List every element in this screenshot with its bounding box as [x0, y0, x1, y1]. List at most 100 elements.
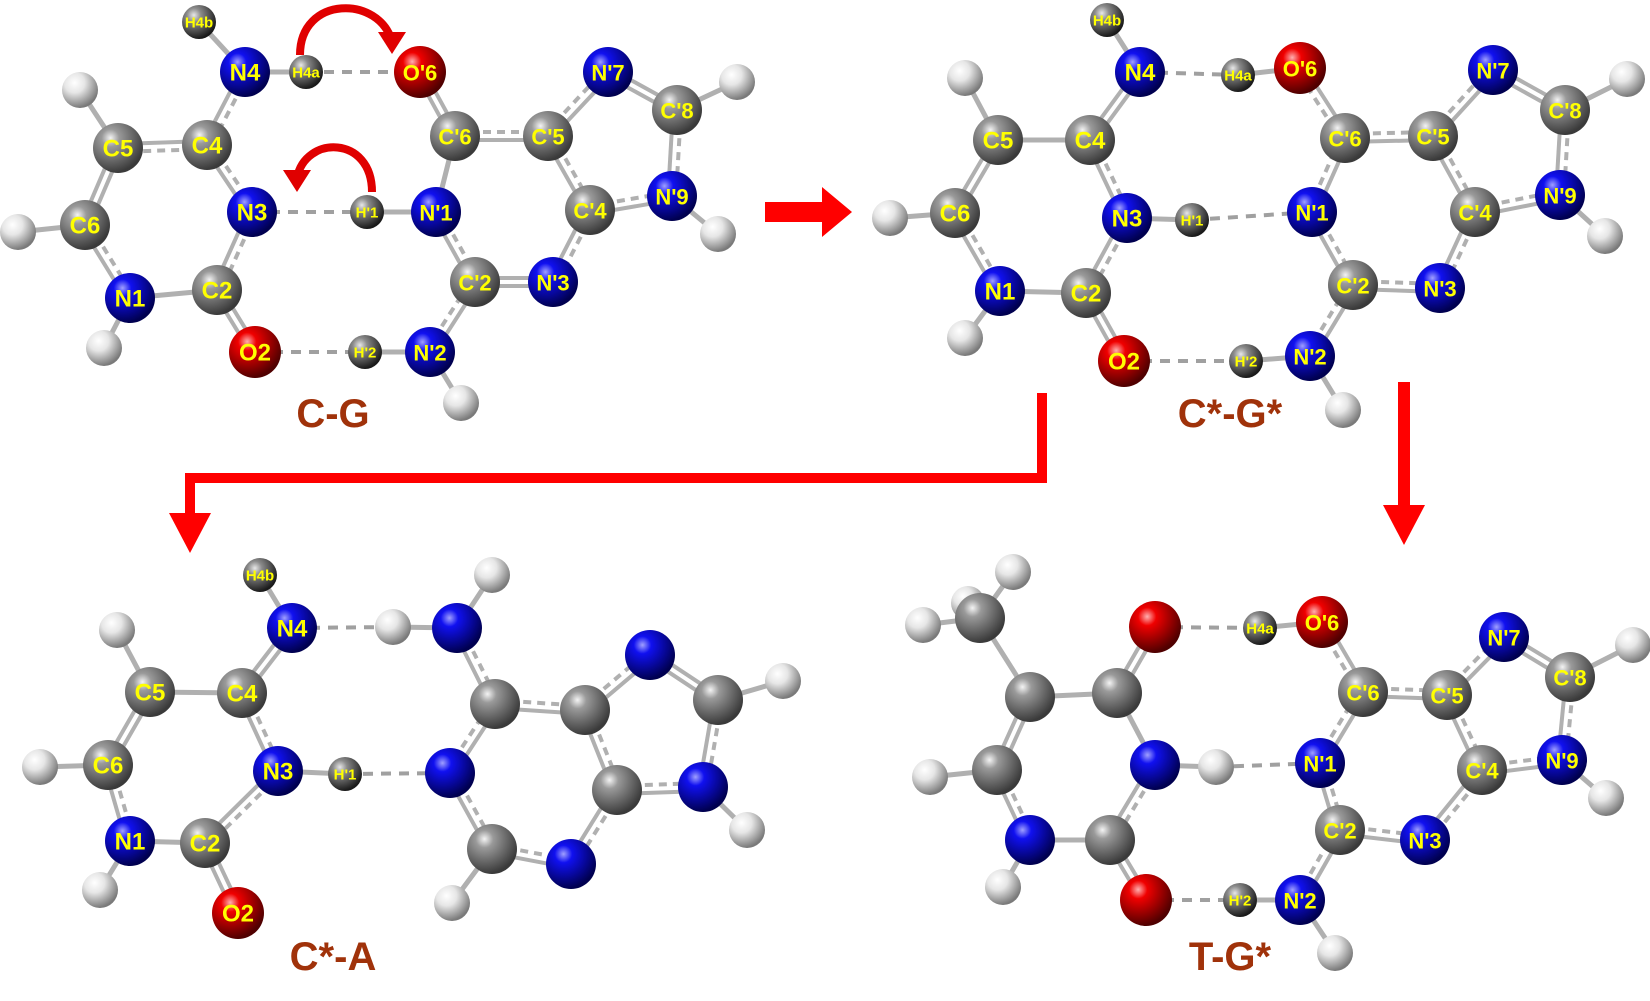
- atom-label: C6: [93, 753, 124, 780]
- atom-label: C2: [1071, 281, 1102, 308]
- atom-oxygen-o2: O2: [212, 887, 264, 939]
- atom-label: C4: [227, 681, 258, 708]
- atom-carbon-c4: C4: [217, 668, 267, 718]
- atom-nitrogen-np2: N'2: [405, 327, 455, 377]
- atom-carbon-c5: C5: [973, 115, 1023, 165]
- arrow-cstar-gstar-to-t-gstar: [1383, 382, 1425, 545]
- atom-label: H'2: [1235, 354, 1258, 371]
- bonds: [17, 18, 1635, 955]
- atom-label: C'5: [1430, 684, 1463, 709]
- atom-label: N'2: [1283, 889, 1316, 914]
- atom-nitrogen: [678, 762, 728, 812]
- atom-label: N3: [237, 200, 268, 227]
- atom-hydrogen: [1325, 392, 1361, 428]
- atom-hydrogen: [62, 72, 98, 108]
- hydrogen-bond: [1191, 210, 1313, 222]
- atom-label: H'1: [334, 767, 357, 784]
- atom-carbon: [467, 824, 517, 874]
- atom-label: N'2: [413, 341, 446, 366]
- atom-label: O'6: [1305, 611, 1340, 636]
- atom-label: C5: [103, 136, 134, 163]
- atom-carbon-c4: C4: [1065, 115, 1115, 165]
- atom-label: N'3: [1408, 829, 1441, 854]
- atom-hydrogen-h4a: H4a: [1243, 611, 1277, 645]
- atom-hydrogen-h4b: H4b: [182, 5, 216, 39]
- atom-label: N'3: [1423, 277, 1456, 302]
- atom-label: C'2: [1323, 819, 1356, 844]
- atom-hydrogen: [443, 385, 479, 421]
- atom-carbon-c2: C2: [1061, 268, 1111, 318]
- atom-label: C'4: [1465, 759, 1499, 784]
- atom-nitrogen-np3: N'3: [1400, 815, 1450, 865]
- atom-nitrogen-np9: N'9: [1535, 170, 1585, 220]
- atom-label: C'6: [438, 125, 471, 150]
- atom-hydrogen: [22, 749, 58, 785]
- atom-carbon-cp5: C'5: [1408, 111, 1458, 161]
- atom-nitrogen-np7: N'7: [1468, 45, 1518, 95]
- atom-nitrogen: [546, 839, 596, 889]
- atom-nitrogen: [1130, 740, 1180, 790]
- arrow-cstar-gstar-to-cstar-a: [169, 393, 1047, 553]
- atom-nitrogen-n4: N4: [267, 603, 317, 653]
- atom-hydrogen-h4b: H4b: [1090, 3, 1124, 37]
- atom-label: O'6: [403, 61, 438, 86]
- atom-carbon-cp2: C'2: [1315, 805, 1365, 855]
- atom-label: C4: [192, 133, 223, 160]
- atom-carbon-c2: C2: [192, 265, 242, 315]
- atom-label: H'1: [1181, 213, 1204, 230]
- atom-label: N3: [263, 759, 294, 786]
- atom-label: H4b: [1093, 13, 1121, 30]
- atom-label: C'5: [531, 125, 564, 150]
- atom-carbon: [560, 685, 610, 735]
- atom-label: C'4: [573, 199, 607, 224]
- atom-nitrogen-np1: N'1: [411, 187, 461, 237]
- atom-carbon-c6: C6: [930, 188, 980, 238]
- atom-carbon-c6: C6: [83, 740, 133, 790]
- atom-carbon: [1085, 815, 1135, 865]
- atom-nitrogen-np2: N'2: [1275, 875, 1325, 925]
- atom-label: C'8: [660, 99, 693, 124]
- atom-hydrogen: [1198, 749, 1234, 785]
- atom-hydrogen: [1609, 61, 1645, 97]
- atom-label: O2: [1108, 349, 1140, 376]
- atom-carbon-cp4: C'4: [1450, 187, 1500, 237]
- atom-nitrogen-n1: N1: [105, 273, 155, 323]
- atom-hydrogen: [474, 557, 510, 593]
- atom-carbon-cp8: C'8: [1545, 652, 1595, 702]
- panel-title-cstar-a: C*-A: [289, 935, 377, 979]
- panel-title-t-gstar: T-G*: [1188, 935, 1272, 979]
- atom-hydrogen: [1615, 627, 1650, 663]
- atom-label: N'1: [419, 201, 452, 226]
- atom-carbon: [955, 593, 1005, 643]
- atom-nitrogen: [1005, 815, 1055, 865]
- atom-label: C6: [940, 201, 971, 228]
- atom-hydrogen: [700, 216, 736, 252]
- atom-nitrogen-n4: N4: [1115, 47, 1165, 97]
- atom-hydrogen: [99, 612, 135, 648]
- arrow-cg-to-cstar-gstar: [765, 187, 852, 237]
- atom-carbon-cp8: C'8: [1540, 85, 1590, 135]
- atom-hydrogen: [729, 812, 765, 848]
- atom-label: N'7: [1476, 59, 1509, 84]
- proton-transfer-arrow-h1: [283, 143, 376, 193]
- atom-label: C5: [983, 128, 1014, 155]
- atom-carbon-cp8: C'8: [652, 85, 702, 135]
- atom-label: N3: [1112, 206, 1143, 233]
- atom-oxygen-o2: O2: [229, 326, 281, 378]
- atom-nitrogen-np7: N'7: [583, 47, 633, 97]
- atom-nitrogen-np3: N'3: [1415, 263, 1465, 313]
- atom-hydrogen: [82, 872, 118, 908]
- atom-hydrogen: [947, 320, 983, 356]
- atom-label: C4: [1075, 128, 1106, 155]
- proton-transfer-arrows: [283, 4, 406, 193]
- atom-hydrogen: [434, 885, 470, 921]
- atom-hydrogen: [995, 554, 1031, 590]
- atom-nitrogen: [625, 630, 675, 680]
- atom-hydrogen: [905, 607, 941, 643]
- atom-carbon-c4: C4: [182, 120, 232, 170]
- atom-carbon-c5: C5: [93, 123, 143, 173]
- atom-label: N4: [1125, 60, 1156, 87]
